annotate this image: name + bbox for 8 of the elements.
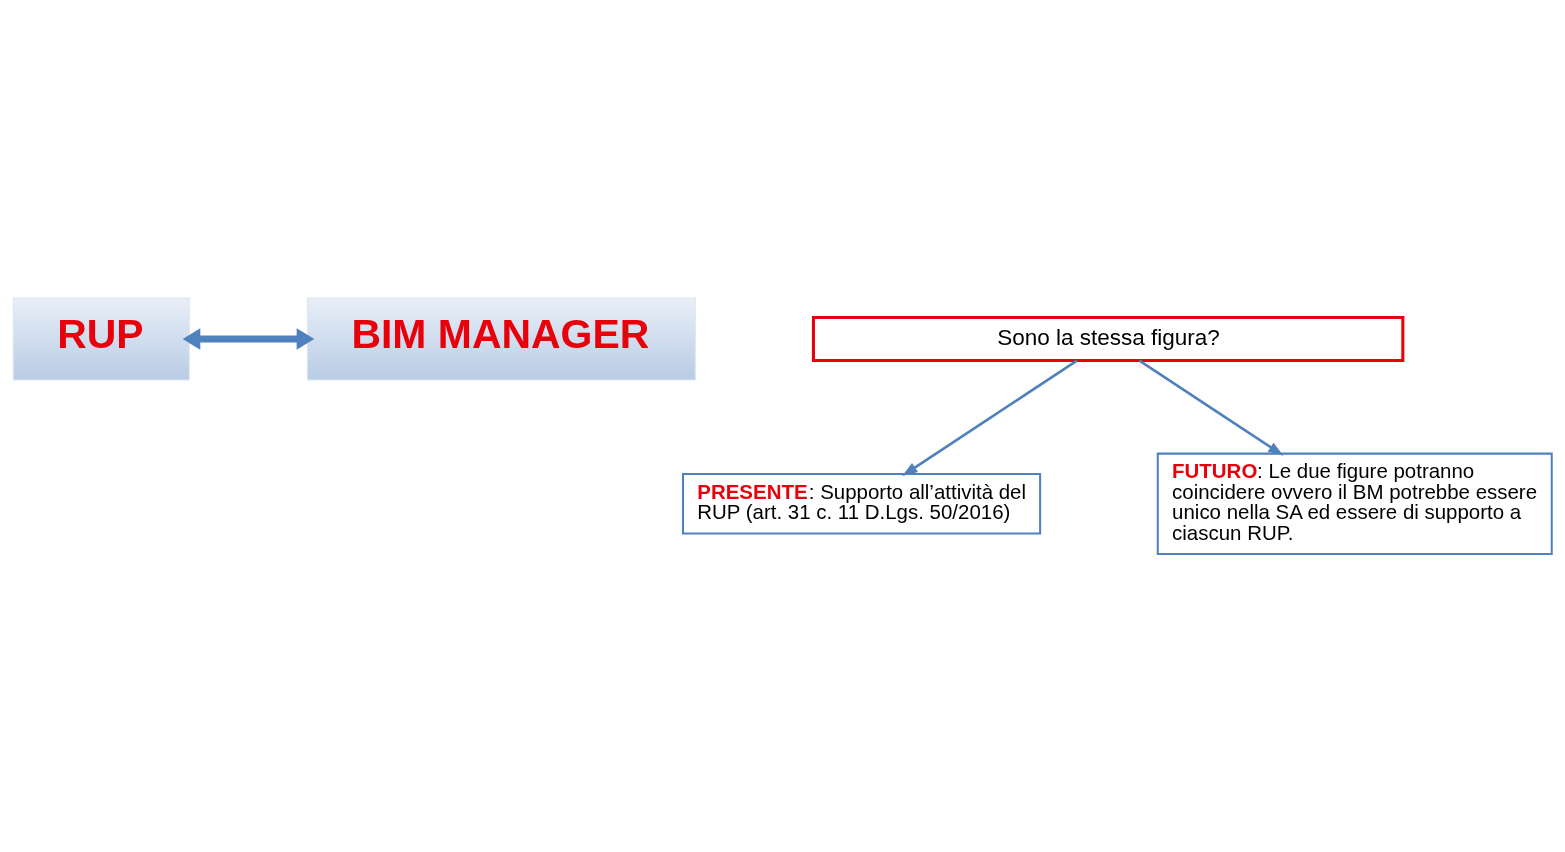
- node-box: BIM MANAGER: [306, 297, 696, 381]
- node-box: PRESENTE: Supporto all’attività del RUP (art. 31 c. 11 D.Lgs. 50/2016): [681, 473, 1042, 535]
- arrow: [902, 359, 1078, 476]
- node-box: RUP: [12, 297, 190, 381]
- node-box: Sono la stessa figura?: [811, 316, 1405, 363]
- arrow: [1138, 359, 1284, 456]
- arrow: [182, 328, 315, 350]
- node-box: FUTURO: Le due figure potranno coincidere ovvero il BM potrebbe essere unico nella SA ed essere di supporto a ciascun RUP.: [1156, 452, 1553, 555]
